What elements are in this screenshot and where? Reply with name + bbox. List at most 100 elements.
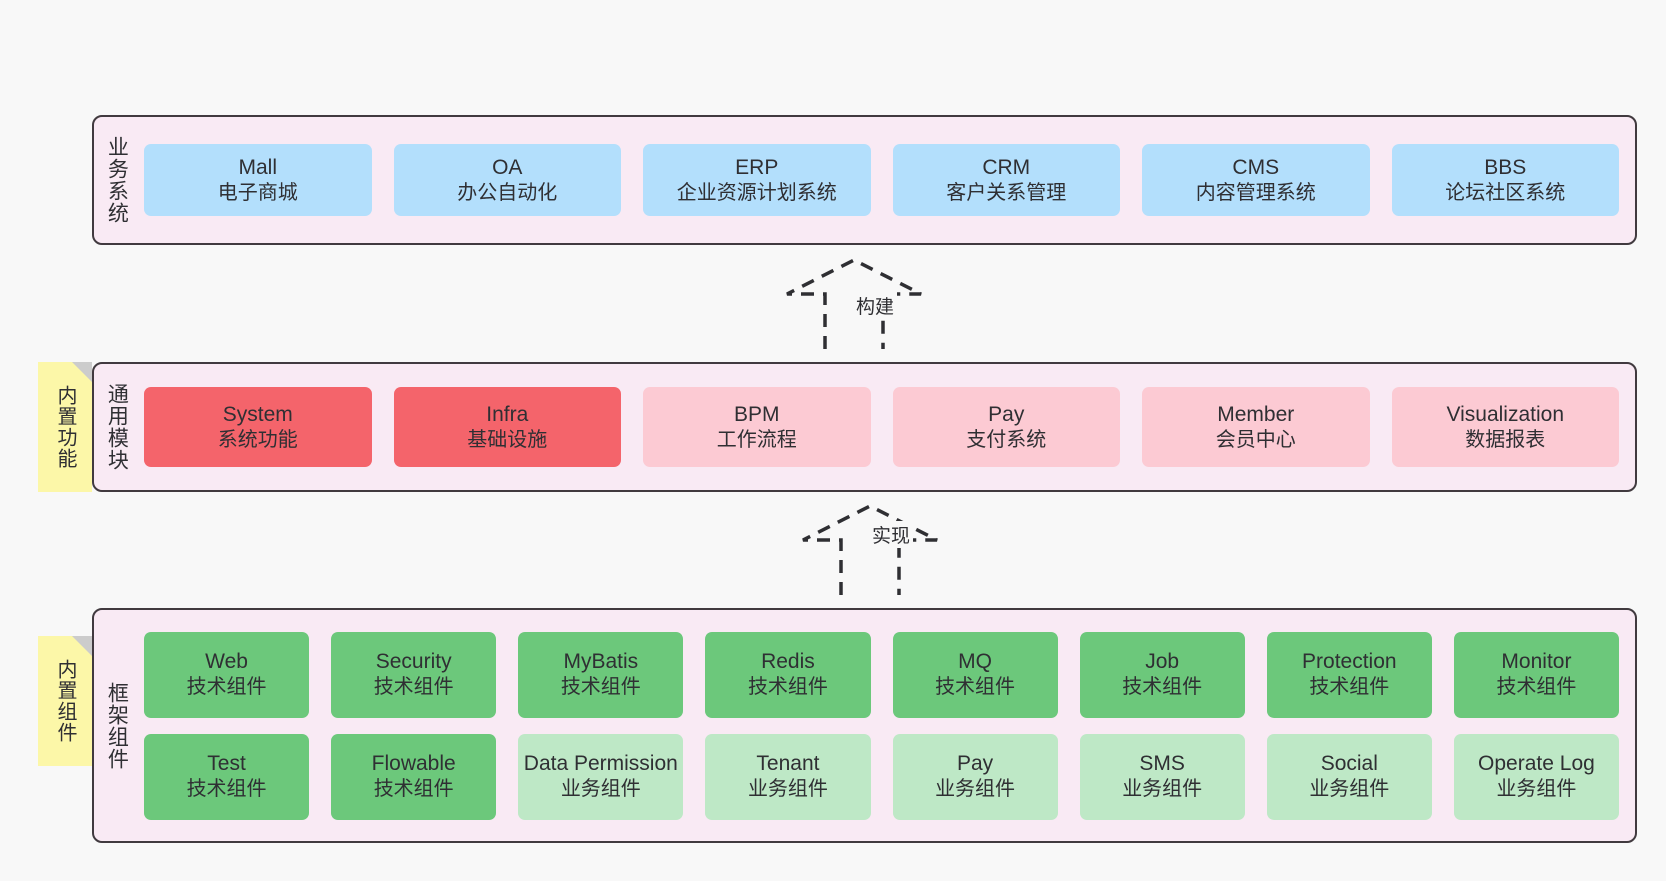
node-label-cn: 工作流程: [716, 428, 797, 451]
node-label-cn: 技术组件: [1309, 676, 1390, 699]
node-label-en: System: [222, 402, 293, 426]
node-label-cn: 技术组件: [373, 676, 454, 699]
node-label-en: Tenant: [756, 752, 820, 776]
layer-body-business: Mall 电子商城 OA 办公自动化 ERP 企业资源计划系统 CRM 客户关系…: [138, 117, 1635, 243]
node-bpm[interactable]: BPM 工作流程: [643, 387, 871, 467]
node-test[interactable]: Test 技术组件: [144, 733, 310, 820]
node-label-en: Mall: [238, 155, 277, 179]
node-row: Test 技术组件 Flowable 技术组件 Data Permission …: [144, 733, 1619, 820]
node-crm[interactable]: CRM 客户关系管理: [892, 144, 1120, 216]
note-builtin-function-label: 内置功能: [54, 385, 76, 469]
node-mall[interactable]: Mall 电子商城: [144, 144, 372, 216]
connector-build-arrow-icon: [786, 258, 922, 349]
node-label-cn: 电子商城: [217, 181, 298, 204]
node-label-cn: 内容管理系统: [1195, 181, 1316, 204]
node-label-cn: 论坛社区系统: [1445, 181, 1566, 204]
layer-title-framework: 框架组件: [105, 681, 129, 770]
layer-title-business: 业务系统: [105, 136, 129, 224]
node-label-cn: 数据报表: [1465, 428, 1546, 451]
node-label-en: Redis: [761, 650, 815, 674]
node-mybatis[interactable]: MyBatis 技术组件: [518, 631, 684, 718]
node-label-cn: 技术组件: [373, 778, 454, 801]
node-row: Mall 电子商城 OA 办公自动化 ERP 企业资源计划系统 CRM 客户关系…: [144, 144, 1619, 216]
node-protection[interactable]: Protection 技术组件: [1266, 631, 1432, 718]
node-member[interactable]: Member 会员中心: [1142, 387, 1370, 467]
node-label-en: MQ: [958, 650, 992, 674]
node-infra[interactable]: Infra 基础设施: [393, 387, 621, 467]
node-mq[interactable]: MQ 技术组件: [892, 631, 1058, 718]
node-label-en: Pay: [988, 402, 1025, 426]
node-redis[interactable]: Redis 技术组件: [705, 631, 871, 718]
node-label-cn: 系统功能: [217, 428, 298, 451]
node-label-en: Web: [205, 650, 248, 674]
node-label-cn: 技术组件: [1496, 676, 1577, 699]
connector-implement-arrow-icon: [802, 504, 938, 595]
node-sms[interactable]: SMS 业务组件: [1079, 733, 1245, 820]
node-label-cn: 办公自动化: [457, 181, 558, 204]
node-label-cn: 技术组件: [186, 676, 267, 699]
node-label-en: Flowable: [371, 752, 456, 776]
layer-business-system: 业务系统 Mall 电子商城 OA 办公自动化 ERP 企业资源计划系统 CRM…: [92, 115, 1637, 245]
node-label-cn: 技术组件: [560, 676, 641, 699]
node-label-en: Social: [1320, 752, 1378, 776]
node-label-en: Test: [207, 752, 246, 776]
node-label-cn: 技术组件: [935, 676, 1016, 699]
node-data-permission[interactable]: Data Permission 业务组件: [518, 733, 684, 820]
note-builtin-component: 内置组件: [38, 636, 92, 766]
node-label-en: Infra: [486, 402, 529, 426]
node-label-cn: 支付系统: [966, 428, 1047, 451]
node-social[interactable]: Social 业务组件: [1266, 733, 1432, 820]
connector-implement-label: 实现: [869, 521, 914, 548]
node-label-cn: 业务组件: [935, 778, 1016, 801]
node-pay-component[interactable]: Pay 业务组件: [892, 733, 1058, 820]
connector-build-label: 构建: [853, 292, 898, 319]
node-flowable[interactable]: Flowable 技术组件: [331, 733, 497, 820]
node-label-en: BPM: [733, 402, 780, 426]
node-pay-module[interactable]: Pay 支付系统: [892, 387, 1120, 467]
node-label-en: MyBatis: [563, 650, 639, 674]
node-label-cn: 业务组件: [1122, 778, 1203, 801]
node-system[interactable]: System 系统功能: [144, 387, 372, 467]
node-label-en: Operate Log: [1478, 752, 1595, 776]
node-label-en: SMS: [1139, 752, 1185, 776]
node-label-en: Pay: [956, 752, 994, 776]
layer-body-common: System 系统功能 Infra 基础设施 BPM 工作流程 Pay 支付系统…: [138, 364, 1635, 490]
node-web[interactable]: Web 技术组件: [144, 631, 310, 718]
node-label-en: Job: [1145, 650, 1180, 674]
node-label-cn: 技术组件: [747, 676, 828, 699]
node-label-en: Data Permission: [523, 752, 678, 776]
node-label-cn: 企业资源计划系统: [676, 181, 837, 204]
node-operate-log[interactable]: Operate Log 业务组件: [1453, 733, 1619, 820]
node-label-en: Protection: [1302, 650, 1397, 674]
node-label-cn: 客户关系管理: [946, 181, 1067, 204]
note-builtin-component-label: 内置组件: [54, 659, 76, 743]
node-label-cn: 会员中心: [1215, 428, 1296, 451]
node-label-en: OA: [492, 155, 523, 179]
node-label-en: ERP: [735, 155, 779, 179]
layer-body-framework: Web 技术组件 Security 技术组件 MyBatis 技术组件 Redi…: [138, 610, 1635, 841]
node-bbs[interactable]: BBS 论坛社区系统: [1391, 144, 1619, 216]
node-label-en: CMS: [1232, 155, 1280, 179]
node-cms[interactable]: CMS 内容管理系统: [1142, 144, 1370, 216]
node-tenant[interactable]: Tenant 业务组件: [705, 733, 871, 820]
layer-title-common: 通用模块: [105, 383, 129, 471]
node-label-cn: 基础设施: [467, 428, 548, 451]
node-label-en: Security: [375, 650, 452, 674]
note-builtin-function: 内置功能: [38, 362, 92, 492]
node-erp[interactable]: ERP 企业资源计划系统: [643, 144, 871, 216]
node-security[interactable]: Security 技术组件: [331, 631, 497, 718]
node-row: Web 技术组件 Security 技术组件 MyBatis 技术组件 Redi…: [144, 631, 1619, 718]
node-label-cn: 业务组件: [1309, 778, 1390, 801]
node-label-cn: 业务组件: [560, 778, 641, 801]
node-oa[interactable]: OA 办公自动化: [393, 144, 621, 216]
node-monitor[interactable]: Monitor 技术组件: [1453, 631, 1619, 718]
node-visualization[interactable]: Visualization 数据报表: [1391, 387, 1619, 467]
node-job[interactable]: Job 技术组件: [1079, 631, 1245, 718]
node-label-en: CRM: [982, 155, 1031, 179]
layer-framework-component: 框架组件 Web 技术组件 Security 技术组件 MyBatis 技术组件…: [92, 608, 1637, 843]
node-row: System 系统功能 Infra 基础设施 BPM 工作流程 Pay 支付系统…: [144, 387, 1619, 467]
node-label-en: Monitor: [1501, 650, 1572, 674]
node-label-cn: 业务组件: [1496, 778, 1577, 801]
node-label-en: Visualization: [1446, 402, 1565, 426]
